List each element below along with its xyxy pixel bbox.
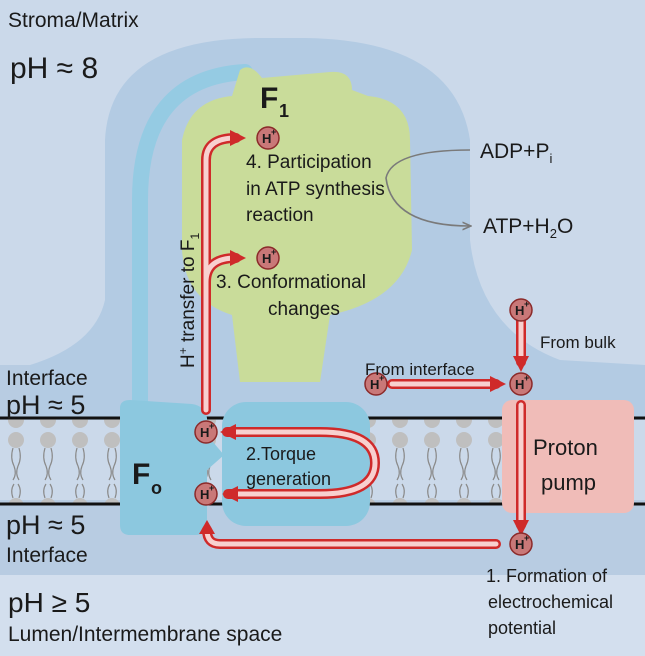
stroma-ph: pH ≈ 8 bbox=[10, 52, 98, 85]
interface-bottom-label: Interface bbox=[6, 544, 88, 567]
interface-top-ph: pH ≈ 5 bbox=[6, 390, 85, 420]
step2-line2: generation bbox=[246, 469, 331, 489]
from-interface-label: From interface bbox=[365, 360, 475, 379]
f1-subscript: 1 bbox=[279, 101, 289, 121]
arrow-heads bbox=[199, 130, 529, 536]
svg-text:H: H bbox=[262, 251, 271, 266]
step1-line1: 1. Formation of bbox=[486, 566, 608, 586]
lumen-label: Lumen/Intermembrane space bbox=[8, 623, 282, 646]
svg-text:H: H bbox=[515, 377, 524, 392]
fo-rotor bbox=[222, 402, 370, 526]
step3-line1: 3. Conformational bbox=[216, 272, 366, 293]
peripheral-stalk bbox=[132, 64, 253, 418]
proton-pump-entry: H + bbox=[509, 372, 533, 396]
reaction-arrow bbox=[385, 149, 470, 226]
step4-line1: 4. Participation bbox=[246, 152, 372, 173]
arrowhead-from-bulk bbox=[513, 356, 529, 372]
proton-h3: H + bbox=[256, 246, 280, 270]
proton-fo-bottom: H + bbox=[194, 482, 218, 506]
arrowhead-to-step3 bbox=[230, 250, 246, 266]
lumen-ph: pH ≥ 5 bbox=[8, 587, 90, 618]
svg-text:+: + bbox=[379, 373, 384, 383]
arrowhead-torque-bottom bbox=[222, 486, 238, 502]
from-bulk-label: From bulk bbox=[540, 333, 616, 352]
proton-pump bbox=[502, 400, 634, 513]
step4-line2: in ATP synthesis bbox=[246, 179, 385, 200]
proton-interface: H + bbox=[364, 372, 388, 396]
svg-text:H: H bbox=[262, 131, 271, 146]
arrowhead-torque-top bbox=[220, 424, 236, 440]
step3-line2: changes bbox=[268, 299, 340, 320]
pump-label-line2: pump bbox=[541, 470, 596, 495]
svg-text:+: + bbox=[209, 421, 214, 431]
proton-h4: H + bbox=[256, 126, 280, 150]
svg-text:+: + bbox=[524, 373, 529, 383]
proton-fo-top: H + bbox=[194, 420, 218, 444]
pump-label-line1: Proton bbox=[533, 435, 598, 460]
proton-bulk: H + bbox=[509, 298, 533, 322]
svg-text:+: + bbox=[524, 533, 529, 543]
lumen-zone bbox=[0, 575, 645, 656]
step1-line3: potential bbox=[488, 618, 556, 638]
fo-subscript: o bbox=[151, 478, 162, 498]
svg-text:+: + bbox=[271, 247, 276, 257]
arrowhead-to-step4 bbox=[230, 130, 246, 146]
arrowhead-return-up bbox=[199, 520, 215, 534]
arrowhead-pump-down bbox=[513, 520, 529, 536]
interface-top-label: Interface bbox=[6, 367, 88, 390]
step2-line1: 2.Torque bbox=[246, 444, 316, 464]
svg-text:+: + bbox=[209, 483, 214, 493]
stroma-label: Stroma/Matrix bbox=[8, 9, 139, 32]
h-transfer-label: H+ transfer to F1 bbox=[176, 233, 202, 368]
interface-bottom-ph: pH ≈ 5 bbox=[6, 510, 85, 540]
svg-text:+: + bbox=[271, 127, 276, 137]
fo-label: F bbox=[132, 458, 150, 491]
svg-text:H: H bbox=[515, 303, 524, 318]
svg-text:+: + bbox=[524, 299, 529, 309]
adp-label: ADP+Pi bbox=[480, 140, 552, 166]
atp-label: ATP+H2O bbox=[483, 215, 573, 241]
svg-text:H: H bbox=[200, 425, 209, 440]
f1-label: F bbox=[260, 82, 278, 115]
svg-text:H: H bbox=[515, 537, 524, 552]
f1-head bbox=[182, 67, 412, 382]
svg-text:H: H bbox=[370, 377, 379, 392]
step4-line3: reaction bbox=[246, 205, 314, 226]
arrowhead-from-interface bbox=[490, 376, 506, 392]
proton-pump-exit: H + bbox=[509, 532, 533, 556]
svg-text:H: H bbox=[200, 487, 209, 502]
step1-line2: electrochemical bbox=[488, 592, 613, 612]
